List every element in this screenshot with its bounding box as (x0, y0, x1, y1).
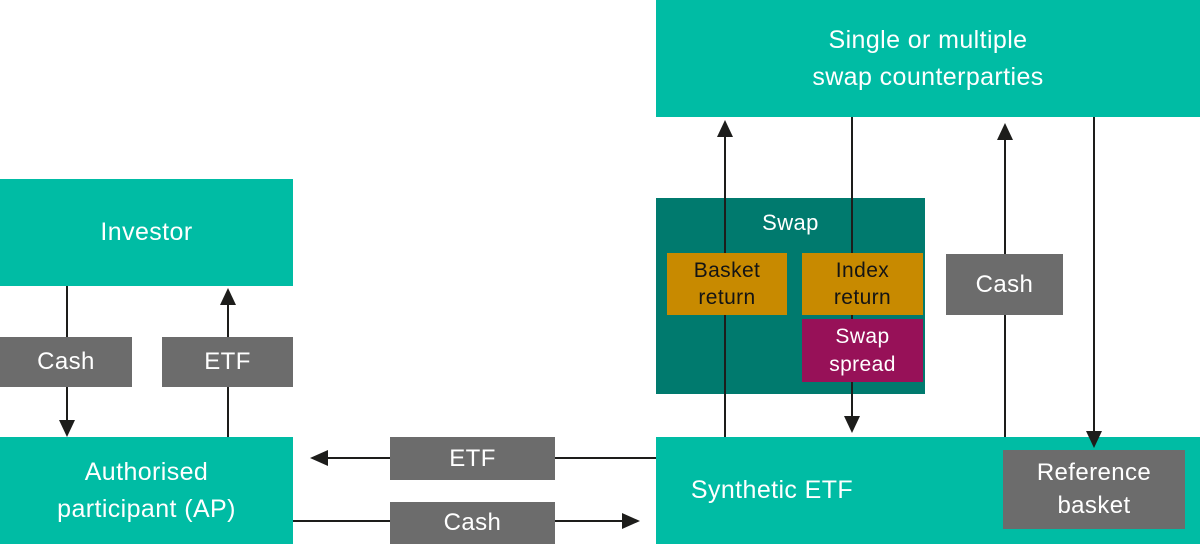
node-index-return: Index return (802, 253, 923, 315)
arrowhead-down-icon (59, 420, 75, 437)
swap-title: Swap (762, 210, 819, 235)
synthetic-etf-label: Synthetic ETF (690, 476, 854, 504)
arrowhead-up-icon (220, 288, 236, 305)
cash-label: Cash (37, 348, 95, 375)
cash-label: Cash (443, 509, 502, 536)
node-reference-basket: Reference basket (1003, 450, 1185, 529)
flow-label-etf-investor: ETF (162, 337, 293, 387)
swap-counterparties-label: Single or multiple swap counterparties (812, 26, 1044, 91)
authorised-participant-label: Authorised participant (AP) (57, 458, 236, 523)
etf-label: ETF (449, 444, 496, 472)
flow-label-etf-ap: ETF (390, 437, 555, 480)
etf-label: ETF (204, 348, 251, 375)
index-return-label: Index return (833, 258, 892, 309)
swap-spread-label: Swap spread (829, 325, 896, 376)
basket-return-label: Basket return (693, 258, 761, 309)
node-swap-counterparties: Single or multiple swap counterparties (656, 0, 1200, 117)
investor-label: Investor (100, 218, 193, 246)
node-investor: Investor (0, 179, 293, 286)
cash-label: Cash (975, 270, 1034, 298)
arrowhead-down-icon (844, 416, 860, 433)
node-authorised-participant: Authorised participant (AP) (0, 437, 293, 544)
node-swap-container: Swap Basket return Index return Swap spr… (656, 198, 925, 394)
arrowhead-up-icon (717, 120, 733, 137)
flow-label-cash-counterparties: Cash (946, 254, 1063, 315)
arrowhead-down-icon (1086, 431, 1102, 448)
arrowhead-left-icon (310, 450, 328, 466)
flow-label-cash-investor: Cash (0, 337, 132, 387)
arrowhead-up-icon (997, 123, 1013, 140)
node-basket-return: Basket return (667, 253, 787, 315)
line-counterparties-to-reference-basket (1093, 117, 1095, 432)
reference-basket-label: Reference basket (1036, 459, 1152, 519)
arrowhead-right-icon (622, 513, 640, 529)
node-swap-spread: Swap spread (802, 319, 923, 382)
flow-label-cash-ap: Cash (390, 502, 555, 544)
